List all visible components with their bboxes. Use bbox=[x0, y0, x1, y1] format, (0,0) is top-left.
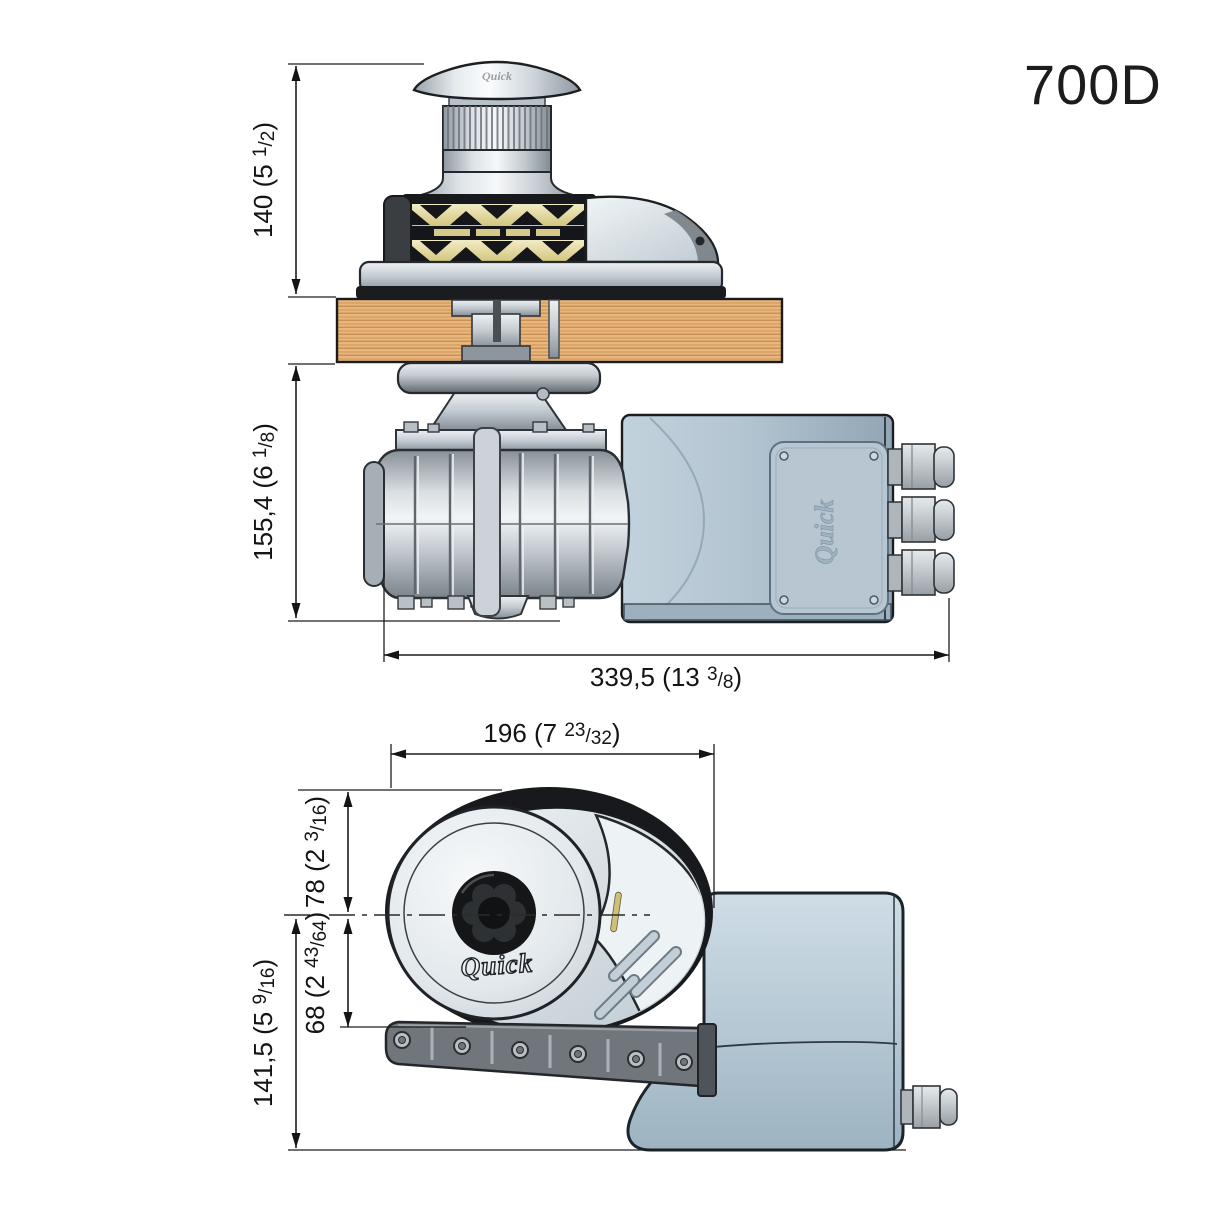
cable-gland-1 bbox=[887, 443, 955, 490]
brand-logo-cap: Quick bbox=[482, 69, 512, 83]
gypsy-gold-sliver bbox=[610, 891, 622, 933]
capstan-side-cover bbox=[584, 195, 720, 264]
base-plate-lip bbox=[356, 286, 726, 299]
mounting-strap bbox=[473, 427, 501, 617]
capstan-drum-smooth bbox=[442, 149, 552, 173]
dim-overall-length: 339,5 (13 3/8) bbox=[384, 650, 949, 693]
gearbox-top-bolts bbox=[403, 421, 595, 433]
speed-lines bbox=[594, 930, 682, 1020]
capstan-top-cap bbox=[412, 60, 582, 101]
front-view: Quick bbox=[248, 718, 958, 1152]
flange-disc bbox=[396, 361, 602, 395]
dim-label-339: 339,5 (13 3/8) bbox=[590, 662, 742, 693]
dim-center-to-gypsy-base: 68 (2 43/64) bbox=[300, 912, 353, 1035]
capstan: Quick bbox=[356, 60, 726, 299]
side-cover-edge bbox=[664, 210, 717, 262]
base-bracket-edge-highlight bbox=[397, 1024, 699, 1032]
gearbox bbox=[363, 391, 631, 620]
gypsy-mid-bar bbox=[434, 229, 560, 236]
dim-label-140: 140 (5 1/2) bbox=[248, 122, 279, 238]
drum-rib-pattern bbox=[443, 106, 551, 150]
model-title: 700D bbox=[1024, 53, 1162, 116]
dim-height-above-deck: 140 (5 1/2) bbox=[248, 66, 301, 294]
front-view-dimensions: 196 (7 23/32) 78 (2 3/16) 68 (2 43/64) bbox=[248, 718, 906, 1151]
cable-gland-3 bbox=[887, 549, 955, 596]
gypsy-band-upper-pockets bbox=[412, 205, 584, 225]
deck-through-fittings bbox=[451, 299, 560, 362]
panel-screws bbox=[779, 451, 879, 605]
cable-gland-2 bbox=[887, 496, 955, 543]
hub-highlight bbox=[460, 873, 495, 894]
cover-right-window bbox=[588, 813, 704, 1024]
dim-center-to-bottom: 141,5 (5 9/16) bbox=[248, 919, 301, 1148]
base-bracket-ribs bbox=[430, 1027, 662, 1076]
front-base-bracket bbox=[384, 1020, 717, 1097]
front-cable-gland bbox=[900, 1085, 958, 1129]
dim-label-196: 196 (7 23/32) bbox=[483, 718, 620, 749]
center-hub bbox=[452, 871, 536, 955]
gypsy-band-lower-pockets bbox=[412, 241, 584, 261]
side-view-dimensions: 140 (5 1/2) 155,4 (6 1/8) 339,5 (13 3/8) bbox=[248, 63, 950, 693]
cable-glands bbox=[887, 443, 955, 596]
side-view: Quick bbox=[248, 60, 955, 693]
front-cover: Quick bbox=[385, 787, 713, 1037]
deck-flange bbox=[396, 361, 602, 401]
gypsy-mid-notches bbox=[470, 229, 536, 236]
base-bracket-screws bbox=[393, 1031, 693, 1071]
motor-control-box: Quick bbox=[620, 413, 955, 624]
deck-board bbox=[335, 297, 784, 364]
dim-label-78: 78 (2 3/16) bbox=[300, 796, 331, 908]
brand-logo-motor-panel: Quick bbox=[810, 500, 839, 565]
flange-bolt bbox=[536, 387, 550, 401]
side-cover-shell bbox=[584, 195, 720, 264]
brand-logo-front-cover: Quick bbox=[460, 948, 534, 983]
dim-label-68: 68 (2 43/64) bbox=[300, 912, 331, 1035]
dim-height-below-deck: 155,4 (6 1/8) bbox=[248, 366, 301, 618]
panel-inner-line bbox=[775, 447, 883, 609]
dim-label-141: 141,5 (5 9/16) bbox=[248, 959, 279, 1107]
dim-label-155: 155,4 (6 1/8) bbox=[248, 423, 279, 561]
side-cover-bolt bbox=[695, 236, 705, 246]
base-bracket-end-block bbox=[697, 1023, 717, 1097]
front-motor-seam bbox=[703, 1041, 898, 1049]
gypsy-cap-ring bbox=[403, 822, 585, 1004]
chain-gypsy bbox=[402, 194, 596, 266]
dim-width: 196 (7 23/32) bbox=[391, 718, 714, 759]
dim-center-to-top: 78 (2 3/16) bbox=[300, 792, 353, 912]
motor-box-curve-seam bbox=[649, 417, 706, 619]
